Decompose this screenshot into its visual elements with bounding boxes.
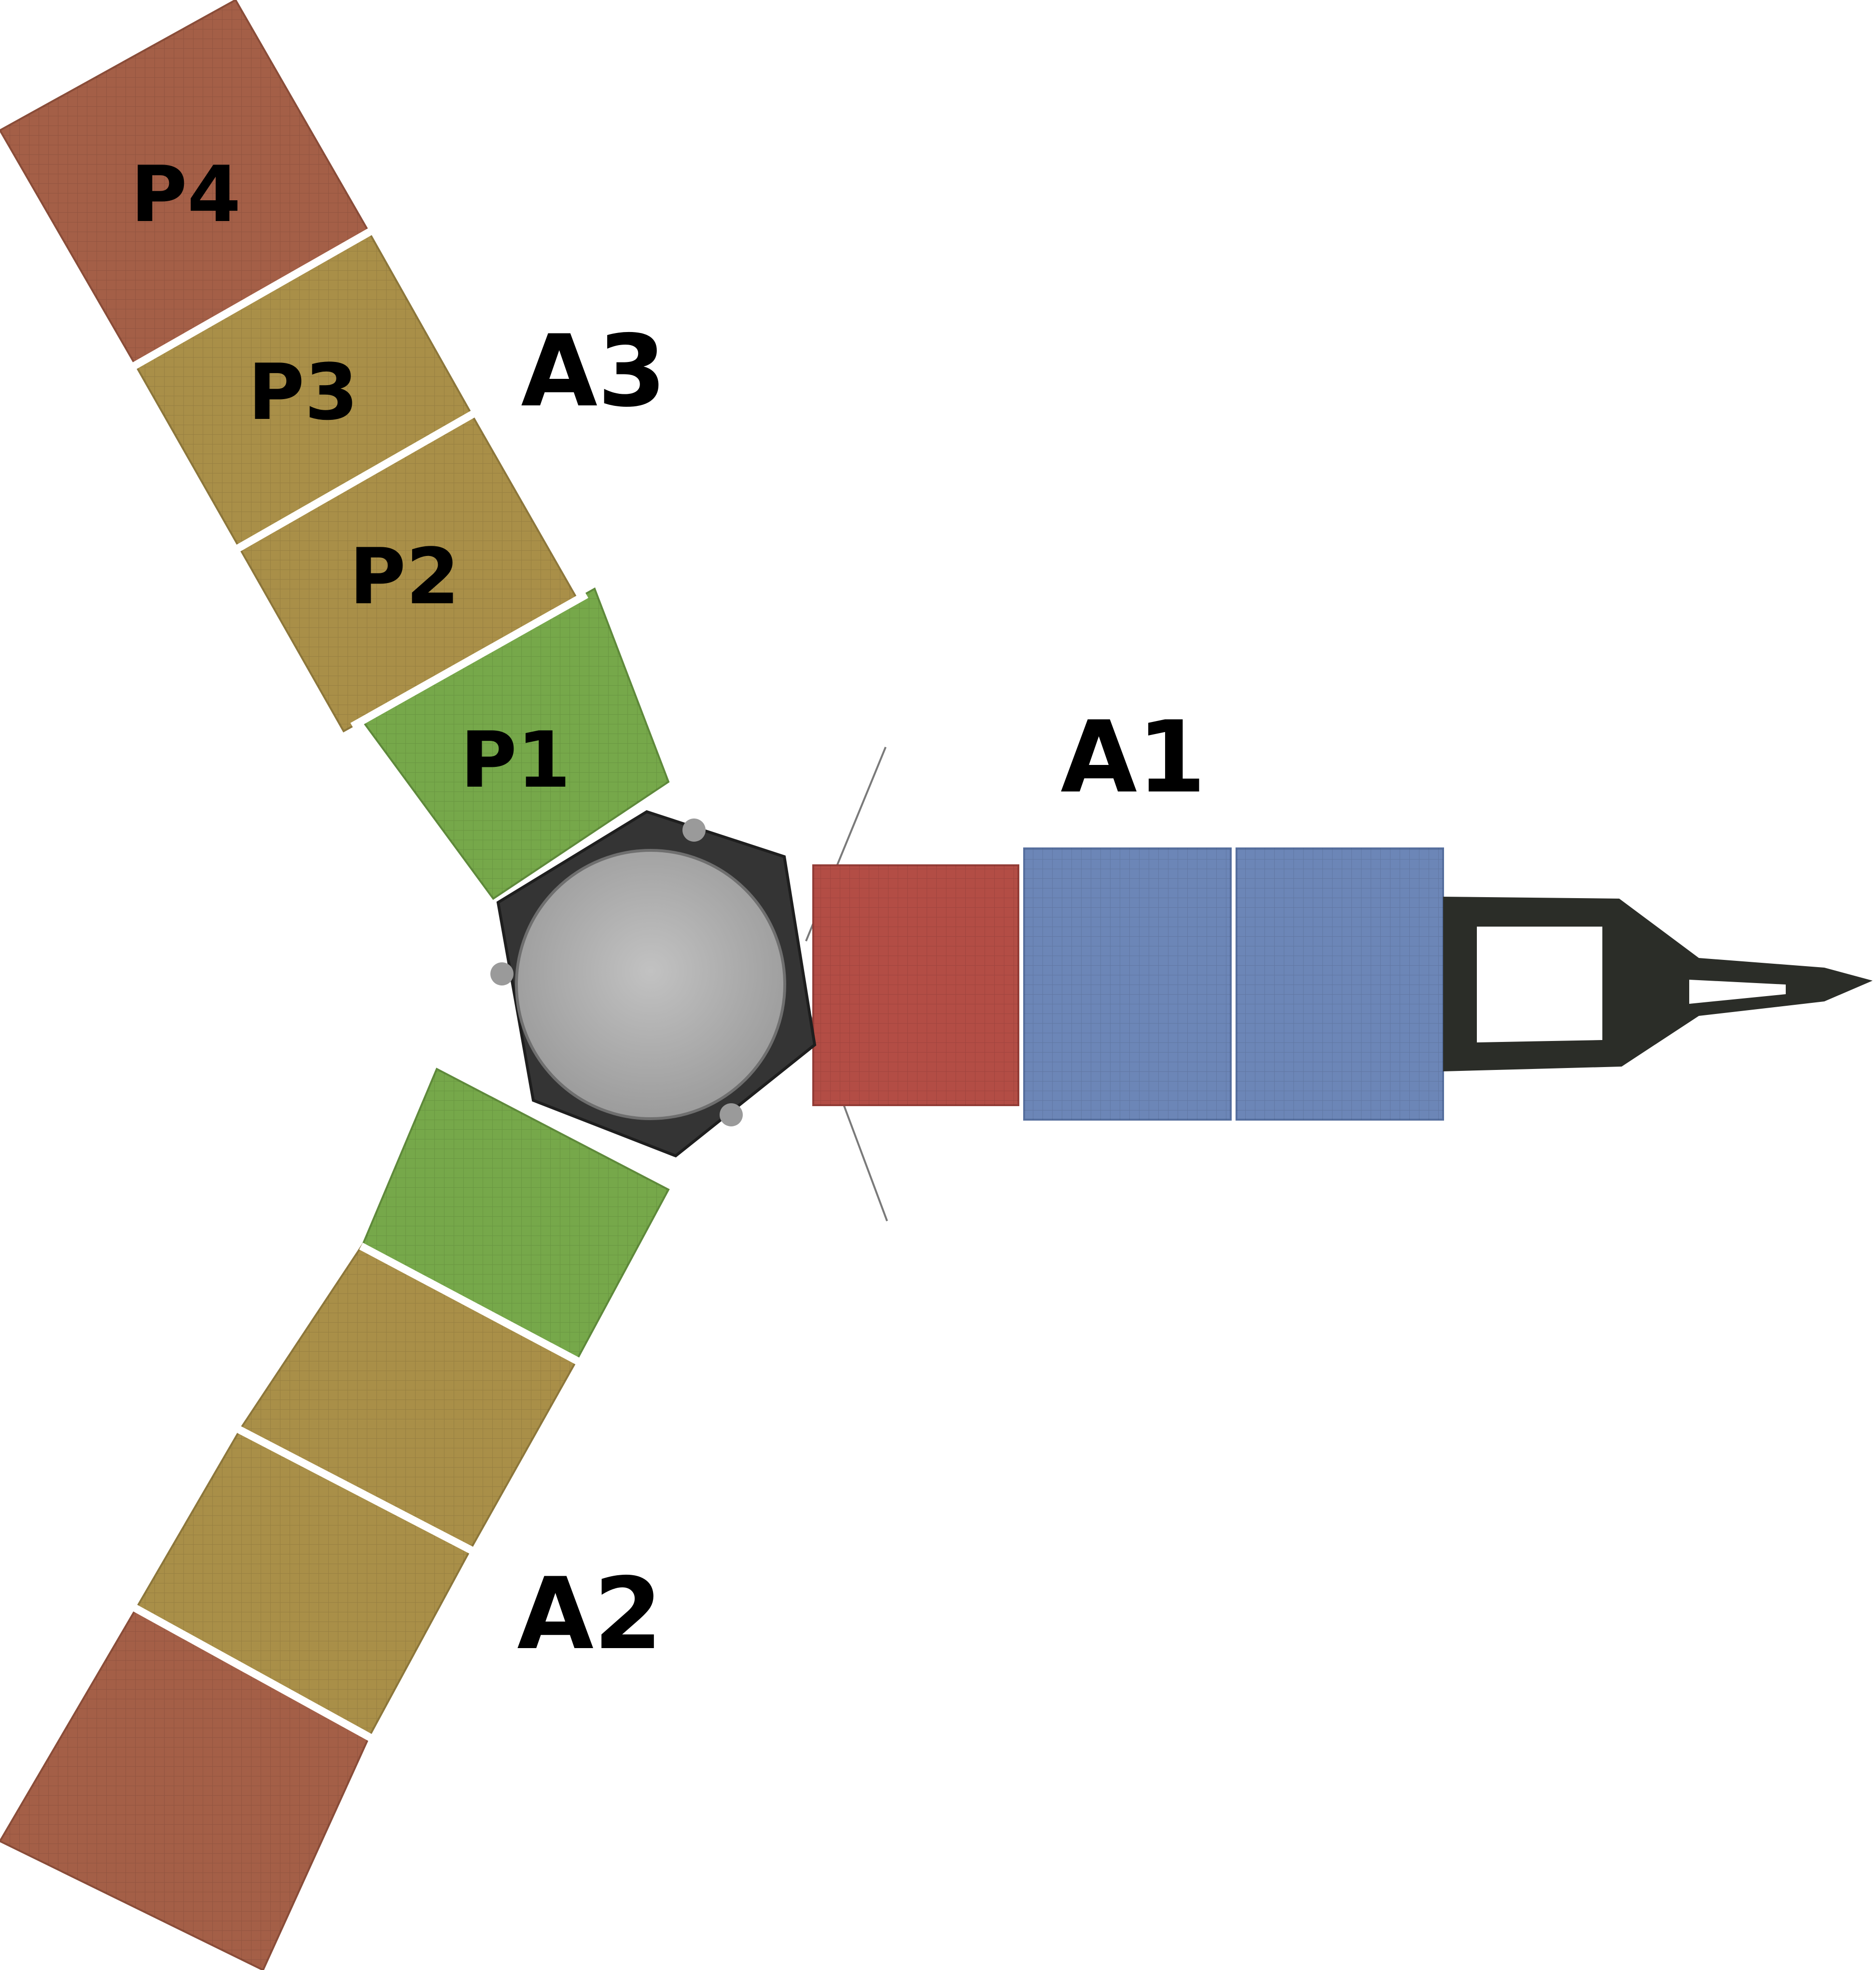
- label-p3: P3: [248, 347, 359, 437]
- label-a2: A2: [517, 1557, 662, 1672]
- thruster-pod-icon: [720, 1103, 743, 1126]
- solar-array-a2: [0, 1068, 670, 1970]
- label-a1: A1: [1060, 700, 1206, 815]
- high-gain-antenna-dish: [515, 849, 786, 1120]
- solar-array-a3: [0, 0, 670, 900]
- magnetometer-boom: [1443, 897, 1873, 1071]
- thruster-pod-icon: [490, 962, 514, 985]
- label-a3: A3: [521, 314, 666, 429]
- solar-array-a1: [805, 747, 1873, 1221]
- label-p4: P4: [131, 149, 241, 239]
- label-p1: P1: [460, 715, 571, 805]
- spacecraft-body: [490, 810, 817, 1158]
- label-p2: P2: [349, 531, 460, 622]
- labels: P4 P3 P2 P1 A3 A1 A2: [131, 149, 1206, 1672]
- thruster-pod-icon: [682, 819, 706, 842]
